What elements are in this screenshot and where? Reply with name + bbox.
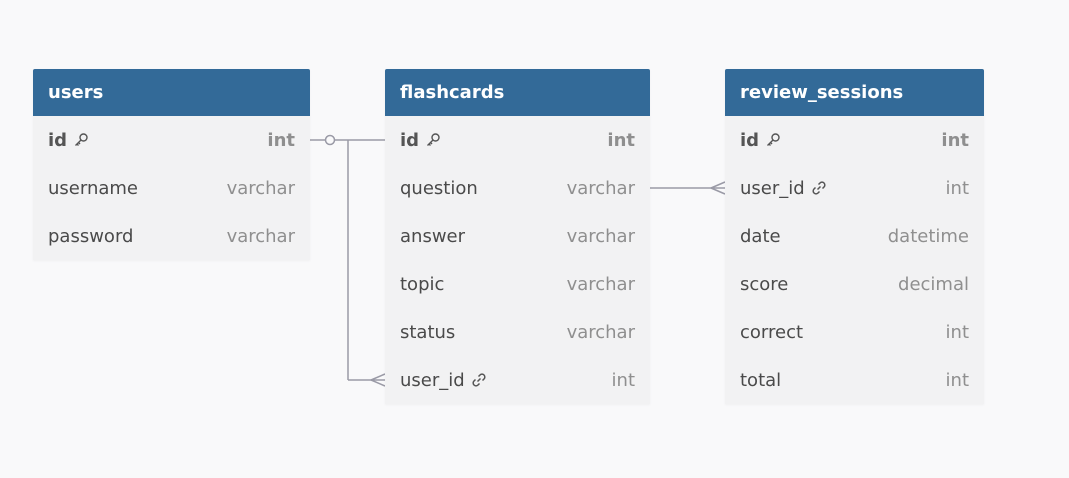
table-row[interactable]: question varchar: [385, 164, 650, 212]
table-row[interactable]: user_id int: [385, 356, 650, 404]
field-name: status: [400, 321, 456, 343]
field-name: id: [400, 129, 420, 151]
field-type: varchar: [226, 225, 295, 247]
field-name: correct: [740, 321, 804, 343]
table-row[interactable]: score decimal: [725, 260, 984, 308]
field-name: question: [400, 177, 478, 199]
table-row[interactable]: password varchar: [33, 212, 310, 260]
key-icon: [765, 132, 781, 148]
key-icon: [425, 132, 441, 148]
field-name: user_id: [740, 177, 805, 199]
field-name: user_id: [400, 369, 465, 391]
field-name: topic: [400, 273, 445, 295]
field-name: id: [740, 129, 760, 151]
field-type: int: [945, 369, 969, 391]
field-type: decimal: [898, 273, 969, 295]
table-review-sessions[interactable]: review_sessions id int user_id int date …: [725, 69, 984, 404]
key-icon: [73, 132, 89, 148]
table-flashcards[interactable]: flashcards id int question varchar answe…: [385, 69, 650, 404]
table-header[interactable]: flashcards: [385, 69, 650, 116]
field-name: total: [740, 369, 782, 391]
table-header[interactable]: review_sessions: [725, 69, 984, 116]
field-name: score: [740, 273, 789, 295]
field-name: username: [48, 177, 138, 199]
table-row[interactable]: id int: [725, 116, 984, 164]
field-type: int: [611, 369, 635, 391]
table-users[interactable]: users id int username varchar password v…: [33, 69, 310, 260]
field-type: int: [945, 321, 969, 343]
field-type: varchar: [566, 321, 635, 343]
field-type: datetime: [887, 225, 969, 247]
table-header[interactable]: users: [33, 69, 310, 116]
field-name: date: [740, 225, 781, 247]
field-name: password: [48, 225, 134, 247]
relation-users-flashcards: [310, 134, 386, 387]
table-row[interactable]: total int: [725, 356, 984, 404]
table-row[interactable]: date datetime: [725, 212, 984, 260]
field-type: int: [945, 177, 969, 199]
field-name: answer: [400, 225, 466, 247]
link-icon: [811, 180, 827, 196]
table-row[interactable]: user_id int: [725, 164, 984, 212]
field-type: varchar: [566, 273, 635, 295]
table-row[interactable]: status varchar: [385, 308, 650, 356]
table-row[interactable]: id int: [33, 116, 310, 164]
link-icon: [471, 372, 487, 388]
table-row[interactable]: answer varchar: [385, 212, 650, 260]
table-row[interactable]: username varchar: [33, 164, 310, 212]
field-type: varchar: [566, 225, 635, 247]
table-row[interactable]: topic varchar: [385, 260, 650, 308]
relation-flashcards-review-sessions: [650, 181, 726, 195]
field-type: varchar: [566, 177, 635, 199]
table-row[interactable]: id int: [385, 116, 650, 164]
field-name: id: [48, 129, 68, 151]
field-type: int: [267, 129, 295, 151]
field-type: int: [941, 129, 969, 151]
field-type: int: [607, 129, 635, 151]
table-row[interactable]: correct int: [725, 308, 984, 356]
field-type: varchar: [226, 177, 295, 199]
